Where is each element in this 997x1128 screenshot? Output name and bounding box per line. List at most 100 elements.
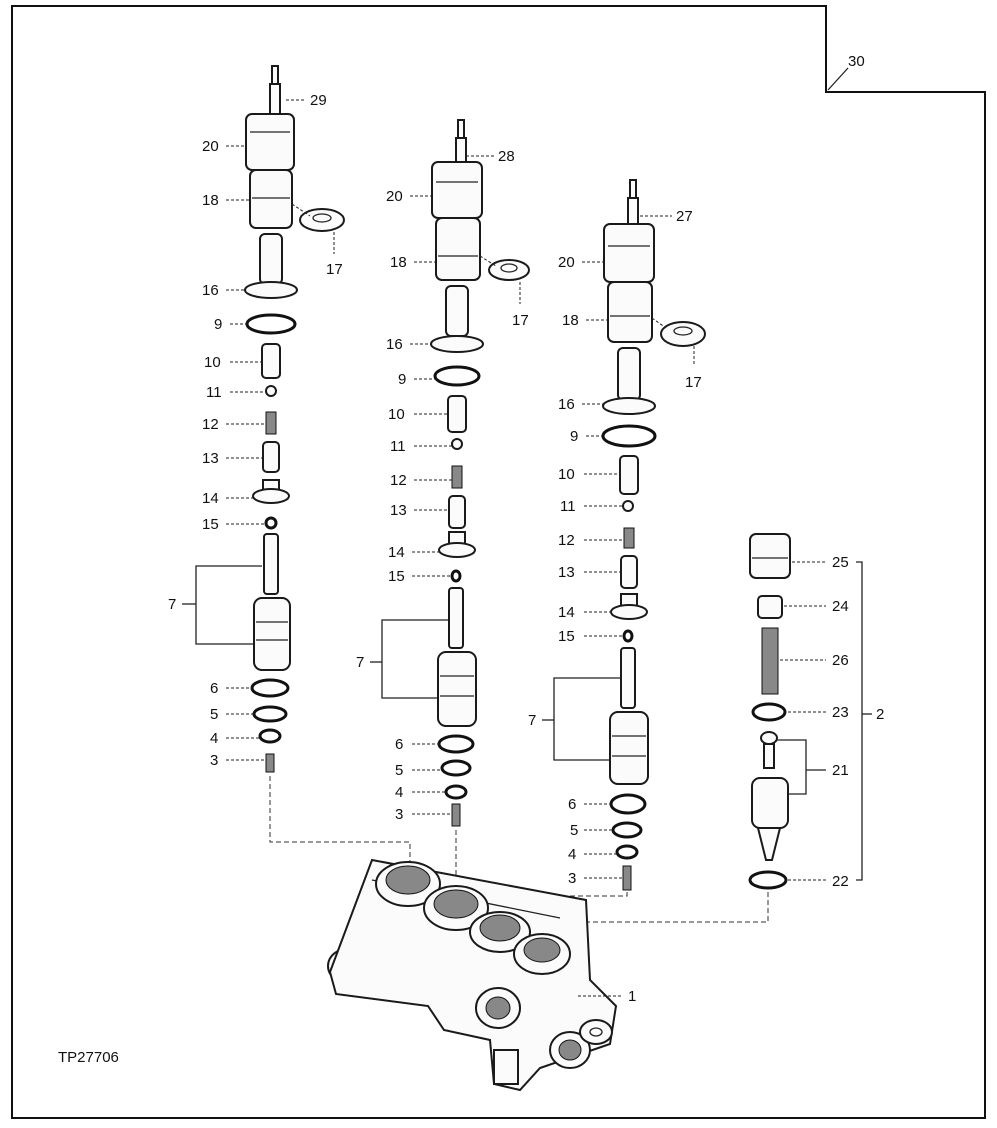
part-5-o-ring — [440, 759, 472, 777]
part-16-stem-flange — [244, 281, 298, 299]
part-1-valve-block — [327, 858, 618, 1092]
svg-text:14: 14 — [202, 490, 219, 507]
svg-text:14: 14 — [558, 604, 575, 621]
svg-text:7: 7 — [168, 596, 176, 613]
svg-text:7: 7 — [528, 712, 536, 729]
svg-text:18: 18 — [390, 254, 407, 271]
column-4-callouts: 25 24 26 23 21 22 2 — [776, 554, 884, 890]
part-15-o-ring — [622, 629, 634, 643]
part-9-o-ring — [601, 424, 657, 448]
part-20-solenoid-nut — [603, 223, 655, 283]
svg-text:27: 27 — [676, 208, 693, 225]
column-2-valve-stack — [430, 119, 530, 896]
svg-text:10: 10 — [388, 406, 405, 423]
svg-text:9: 9 — [570, 428, 578, 445]
svg-text:12: 12 — [202, 416, 219, 433]
part-12-spring — [265, 411, 277, 435]
svg-text:25: 25 — [832, 554, 849, 571]
svg-text:5: 5 — [210, 706, 218, 723]
svg-text:7: 7 — [356, 654, 364, 671]
part-6-o-ring — [609, 793, 647, 815]
svg-text:4: 4 — [568, 846, 576, 863]
part-5-o-ring — [611, 821, 643, 839]
part-16-stem-flange — [602, 397, 656, 415]
part-17-washer — [299, 208, 345, 232]
part-10-sleeve — [261, 343, 281, 379]
svg-text:18: 18 — [562, 312, 579, 329]
svg-text:21: 21 — [832, 762, 849, 779]
part-12-spring — [623, 527, 635, 549]
svg-text:18: 18 — [202, 192, 219, 209]
svg-text:9: 9 — [214, 316, 222, 333]
svg-text:26: 26 — [832, 652, 849, 669]
svg-text:6: 6 — [210, 680, 218, 697]
part-4-o-ring — [444, 784, 468, 800]
svg-text:16: 16 — [386, 336, 403, 353]
part-6-o-ring — [437, 734, 475, 754]
part-13-plunger — [620, 555, 638, 589]
part-14-guide — [610, 604, 648, 620]
figure-code: TP27706 — [58, 1049, 119, 1066]
svg-text:17: 17 — [685, 374, 702, 391]
svg-text:23: 23 — [832, 704, 849, 721]
part-5-o-ring — [252, 705, 288, 723]
svg-text:3: 3 — [568, 870, 576, 887]
part-3-screw — [265, 753, 275, 773]
part-18-coil — [249, 169, 293, 229]
callout-1: 1 — [628, 988, 636, 1005]
part-16-stem-flange — [430, 335, 484, 353]
svg-text:17: 17 — [512, 312, 529, 329]
svg-text:6: 6 — [568, 796, 576, 813]
diagram-frame — [11, 5, 986, 1119]
svg-text:5: 5 — [570, 822, 578, 839]
svg-text:16: 16 — [558, 396, 575, 413]
column-4-relief-valve — [539, 533, 791, 932]
svg-text:16: 16 — [202, 282, 219, 299]
part-26-spring — [761, 627, 779, 695]
part-17-washer — [660, 321, 706, 347]
part-6-o-ring — [250, 678, 290, 698]
part-13-plunger — [262, 441, 280, 473]
column-3-callouts: 27 20 18 17 16 9 10 11 12 13 14 15 7 6 5… — [528, 208, 702, 887]
part-21-valve — [751, 777, 789, 829]
part-24-seat — [757, 595, 783, 619]
part-13-plunger — [448, 495, 466, 529]
svg-text:29: 29 — [310, 92, 327, 109]
svg-text:11: 11 — [390, 438, 406, 455]
part-11-ball — [622, 500, 634, 512]
svg-text:9: 9 — [398, 371, 406, 388]
svg-text:13: 13 — [390, 502, 407, 519]
part-10-sleeve — [619, 455, 639, 495]
callout-30: 30 — [848, 53, 865, 70]
column-1-callouts: 29 20 18 17 16 9 10 11 12 13 14 15 7 6 5… — [168, 92, 343, 769]
svg-text:6: 6 — [395, 736, 403, 753]
part-15-o-ring — [264, 516, 278, 530]
part-3-screw — [622, 865, 632, 891]
callout-30-leader — [827, 67, 849, 91]
svg-text:15: 15 — [388, 568, 405, 585]
svg-text:5: 5 — [395, 762, 403, 779]
svg-text:22: 22 — [832, 873, 849, 890]
part-3-screw — [451, 803, 461, 827]
part-4-o-ring — [258, 728, 282, 744]
svg-text:13: 13 — [202, 450, 219, 467]
part-17-washer — [488, 259, 530, 281]
svg-text:12: 12 — [558, 532, 575, 549]
part-22-o-ring — [748, 870, 788, 890]
part-9-o-ring — [433, 365, 481, 387]
column-3-valve-stack — [499, 179, 706, 914]
part-18-coil — [435, 217, 481, 281]
svg-text:4: 4 — [395, 784, 403, 801]
part-9-o-ring — [245, 313, 297, 335]
svg-text:15: 15 — [202, 516, 219, 533]
part-14-guide — [438, 542, 476, 558]
svg-text:11: 11 — [560, 498, 576, 515]
svg-text:20: 20 — [386, 188, 403, 205]
svg-text:3: 3 — [395, 806, 403, 823]
part-18-coil — [607, 281, 653, 343]
part-10-sleeve — [447, 395, 467, 433]
svg-text:10: 10 — [204, 354, 221, 371]
svg-text:3: 3 — [210, 752, 218, 769]
part-7-valve-body — [609, 711, 649, 785]
svg-text:20: 20 — [202, 138, 219, 155]
